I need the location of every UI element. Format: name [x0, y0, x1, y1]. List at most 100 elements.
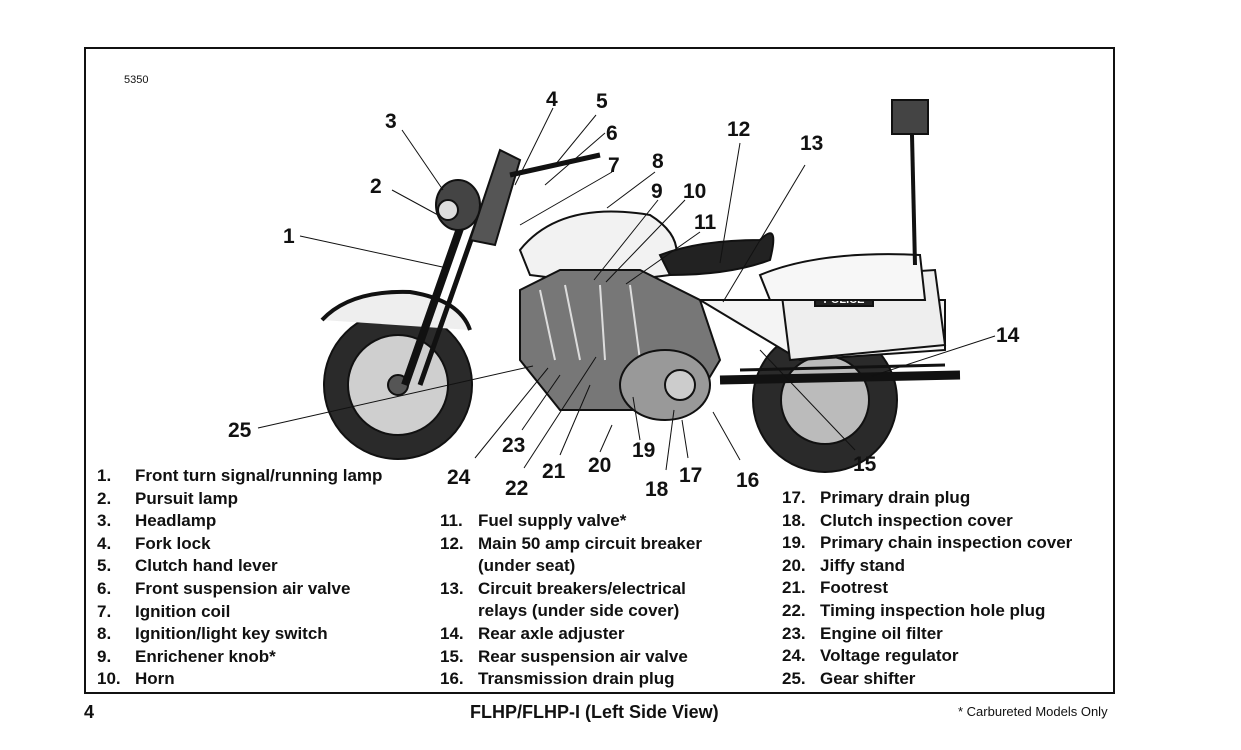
legend-number: 25. [782, 668, 806, 688]
callout-7: 7 [608, 154, 620, 177]
legend-item: 2.Pursuit lamp [97, 488, 382, 511]
legend-item-continuation: (under seat) [478, 556, 576, 576]
legend-text: Headlamp [135, 511, 217, 531]
legend-number: 2. [97, 488, 112, 508]
callout-19: 19 [632, 439, 655, 462]
legend-text: Clutch inspection cover [820, 510, 1013, 530]
callout-10: 10 [683, 180, 706, 203]
callout-22: 22 [505, 477, 528, 500]
legend-column-3: 17. Primary drain plug 18.Clutch inspecti… [782, 487, 1072, 690]
legend-item: 19. Primary chain inspection cover [782, 532, 1072, 555]
legend-number: 12. [440, 533, 464, 553]
legend-text: Engine oil filter [820, 623, 943, 643]
legend-number: 1. [97, 466, 112, 485]
legend-item: 15. Rear suspension air valve [440, 646, 702, 669]
legend-item: 12. Main 50 amp circuit breaker [440, 533, 702, 556]
callout-24: 24 [447, 466, 471, 489]
page-title: FLHP/FLHP-I (Left Side View) [470, 702, 719, 722]
legend-text: Front turn signal/running lamp [135, 466, 383, 485]
legend-item: 18.Clutch inspection cover [782, 510, 1072, 533]
legend-item: 14. Rear axle adjuster [440, 623, 702, 646]
legend-number: 22. [782, 600, 806, 620]
legend-item: 4. Fork lock [97, 533, 382, 556]
legend-text: Timing inspection hole plug [820, 600, 1046, 620]
legend-number: 14. [440, 623, 464, 643]
figure-frame [84, 47, 1115, 694]
callout-4: 4 [546, 88, 558, 111]
legend-number: 10. [97, 669, 121, 689]
legend-column-2: 11. Fuel supply valve* 12. Main 50 amp cir… [440, 510, 702, 691]
legend-text: Primary drain plug [820, 488, 971, 507]
legend-item: 24. Voltage regulator [782, 645, 1072, 668]
legend-text: Fuel supply valve* [478, 511, 627, 530]
legend-item: 1. Front turn signal/running lamp [97, 465, 382, 488]
legend-text: Rear axle adjuster [478, 623, 625, 643]
leader-lines [257, 107, 996, 471]
legend-text: Clutch hand lever [135, 556, 278, 576]
legend-number: 23. [782, 623, 806, 643]
callout-20: 20 [588, 454, 611, 477]
callout-5: 5 [596, 90, 608, 113]
legend-item: 21. Footrest [782, 577, 1072, 600]
legend-item: 13.Circuit breakers/electrical [440, 578, 702, 601]
motorcycle-illustration: POLICE [320, 99, 961, 473]
legend-number: 7. [97, 601, 112, 621]
legend-number: 21. [782, 578, 806, 598]
callout-15: 15 [853, 453, 877, 476]
callout-12: 12 [727, 118, 750, 141]
legend-text: Transmission drain plug [478, 669, 675, 689]
callout-13: 13 [800, 132, 823, 155]
legend-number: 8. [97, 624, 112, 644]
legend-text: Front suspension air valve [135, 578, 351, 598]
legend-text: Ignition coil [135, 601, 231, 621]
legend-item: 20. Jiffy stand [782, 555, 1072, 578]
legend-text: Enrichener knob* [135, 646, 276, 666]
legend-text: Jiffy stand [820, 555, 906, 575]
legend-item: 17. Primary drain plug [782, 487, 1072, 510]
legend-text: Rear suspension air valve [478, 646, 688, 666]
legend-number: 4. [97, 533, 112, 553]
legend-text: Circuit breakers/electrical [478, 578, 686, 598]
legend-item: 22. Timing inspection hole plug [782, 600, 1072, 623]
legend-number: 15. [440, 646, 464, 666]
legend-item: 8.Ignition/light key switch [97, 623, 382, 646]
legend-number: 19. [782, 533, 806, 553]
legend-item-continuation: relays (under side cover) [478, 601, 680, 621]
legend-number: 17. [782, 488, 806, 507]
callout-14: 14 [996, 324, 1020, 347]
legend-text: Horn [135, 669, 175, 689]
legend-text: Main 50 amp circuit breaker [478, 533, 702, 553]
legend-text: Voltage regulator [820, 646, 959, 666]
legend-number: 16. [440, 669, 464, 689]
legend-number: 20. [782, 555, 806, 575]
callout-9: 9 [651, 180, 663, 203]
callout-23: 23 [502, 434, 525, 457]
figure-number: 5350 [124, 74, 149, 86]
legend-item: 6.Front suspension air valve [97, 578, 382, 601]
legend-item: 5.Clutch hand lever [97, 555, 382, 578]
legend-item: 23. Engine oil filter [782, 623, 1072, 646]
callout-6: 6 [606, 122, 618, 145]
legend-column-1: 1. Front turn signal/running lamp 2.Pursu… [97, 465, 382, 691]
legend-number: 11. [440, 511, 463, 530]
legend-text: Footrest [820, 578, 888, 598]
callout-17: 17 [679, 464, 702, 487]
legend-number: 3. [97, 511, 112, 531]
callout-3: 3 [385, 110, 397, 133]
legend-item: 3. Headlamp [97, 510, 382, 533]
legend-item: 11. Fuel supply valve* [440, 510, 702, 533]
legend-item: 25.Gear shifter [782, 668, 1072, 691]
footnote: * Carbureted Models Only [958, 704, 1108, 719]
callout-8: 8 [652, 150, 664, 173]
callout-2: 2 [370, 175, 382, 198]
callout-21: 21 [542, 460, 566, 483]
legend-text: Primary chain inspection cover [820, 533, 1073, 553]
page-number: 4 [84, 702, 95, 722]
callout-18: 18 [645, 478, 669, 501]
legend-text: Fork lock [135, 533, 211, 553]
callout-11: 11 [694, 211, 717, 234]
callout-1: 1 [283, 225, 295, 248]
legend-item: 9.Enrichener knob* [97, 646, 382, 669]
legend-number: 24. [782, 646, 806, 666]
